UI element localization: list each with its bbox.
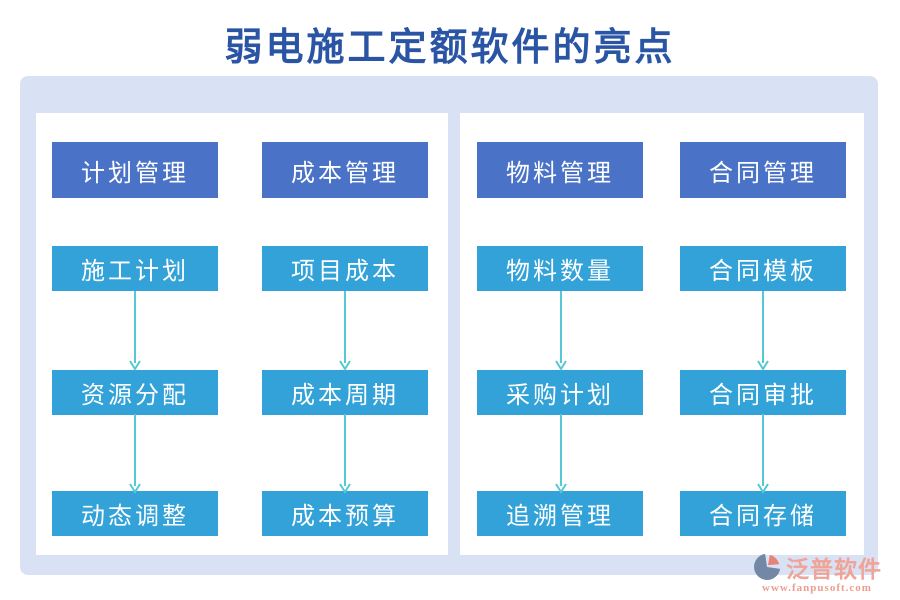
down-arrow-icon <box>757 291 769 371</box>
header-box-contract-management: 合同管理 <box>680 142 846 198</box>
down-arrow-icon <box>339 291 351 371</box>
feature-box-contract-storage: 合同存储 <box>680 491 846 536</box>
brand-footer: 泛普软件 www.fanpusoft.com <box>739 550 895 594</box>
feature-box-contract-approval: 合同审批 <box>680 370 846 415</box>
down-arrow-icon <box>757 414 769 494</box>
header-box-cost-management: 成本管理 <box>262 142 428 198</box>
down-arrow-icon <box>129 414 141 494</box>
down-arrow-icon <box>339 414 351 494</box>
feature-box-material-quantity: 物料数量 <box>477 246 643 291</box>
feature-box-traceability-management: 追溯管理 <box>477 491 643 536</box>
feature-box-cost-cycle: 成本周期 <box>262 370 428 415</box>
feature-box-dynamic-adjustment: 动态调整 <box>52 491 218 536</box>
brand-url: www.fanpusoft.com <box>762 582 872 594</box>
feature-box-construction-plan: 施工计划 <box>52 246 218 291</box>
fanpu-logo-icon <box>754 553 781 580</box>
down-arrow-icon <box>555 291 567 371</box>
feature-box-procurement-plan: 采购计划 <box>477 370 643 415</box>
down-arrow-icon <box>555 414 567 494</box>
brand-name: 泛普软件 <box>786 557 882 582</box>
feature-box-resource-allocation: 资源分配 <box>52 370 218 415</box>
feature-box-cost-budget: 成本预算 <box>262 491 428 536</box>
page-title: 弱电施工定额软件的亮点 <box>224 27 676 69</box>
feature-box-project-cost: 项目成本 <box>262 246 428 291</box>
header-box-plan-management: 计划管理 <box>52 142 218 198</box>
header-box-material-management: 物料管理 <box>477 142 643 198</box>
feature-box-contract-template: 合同模板 <box>680 246 846 291</box>
down-arrow-icon <box>129 291 141 371</box>
